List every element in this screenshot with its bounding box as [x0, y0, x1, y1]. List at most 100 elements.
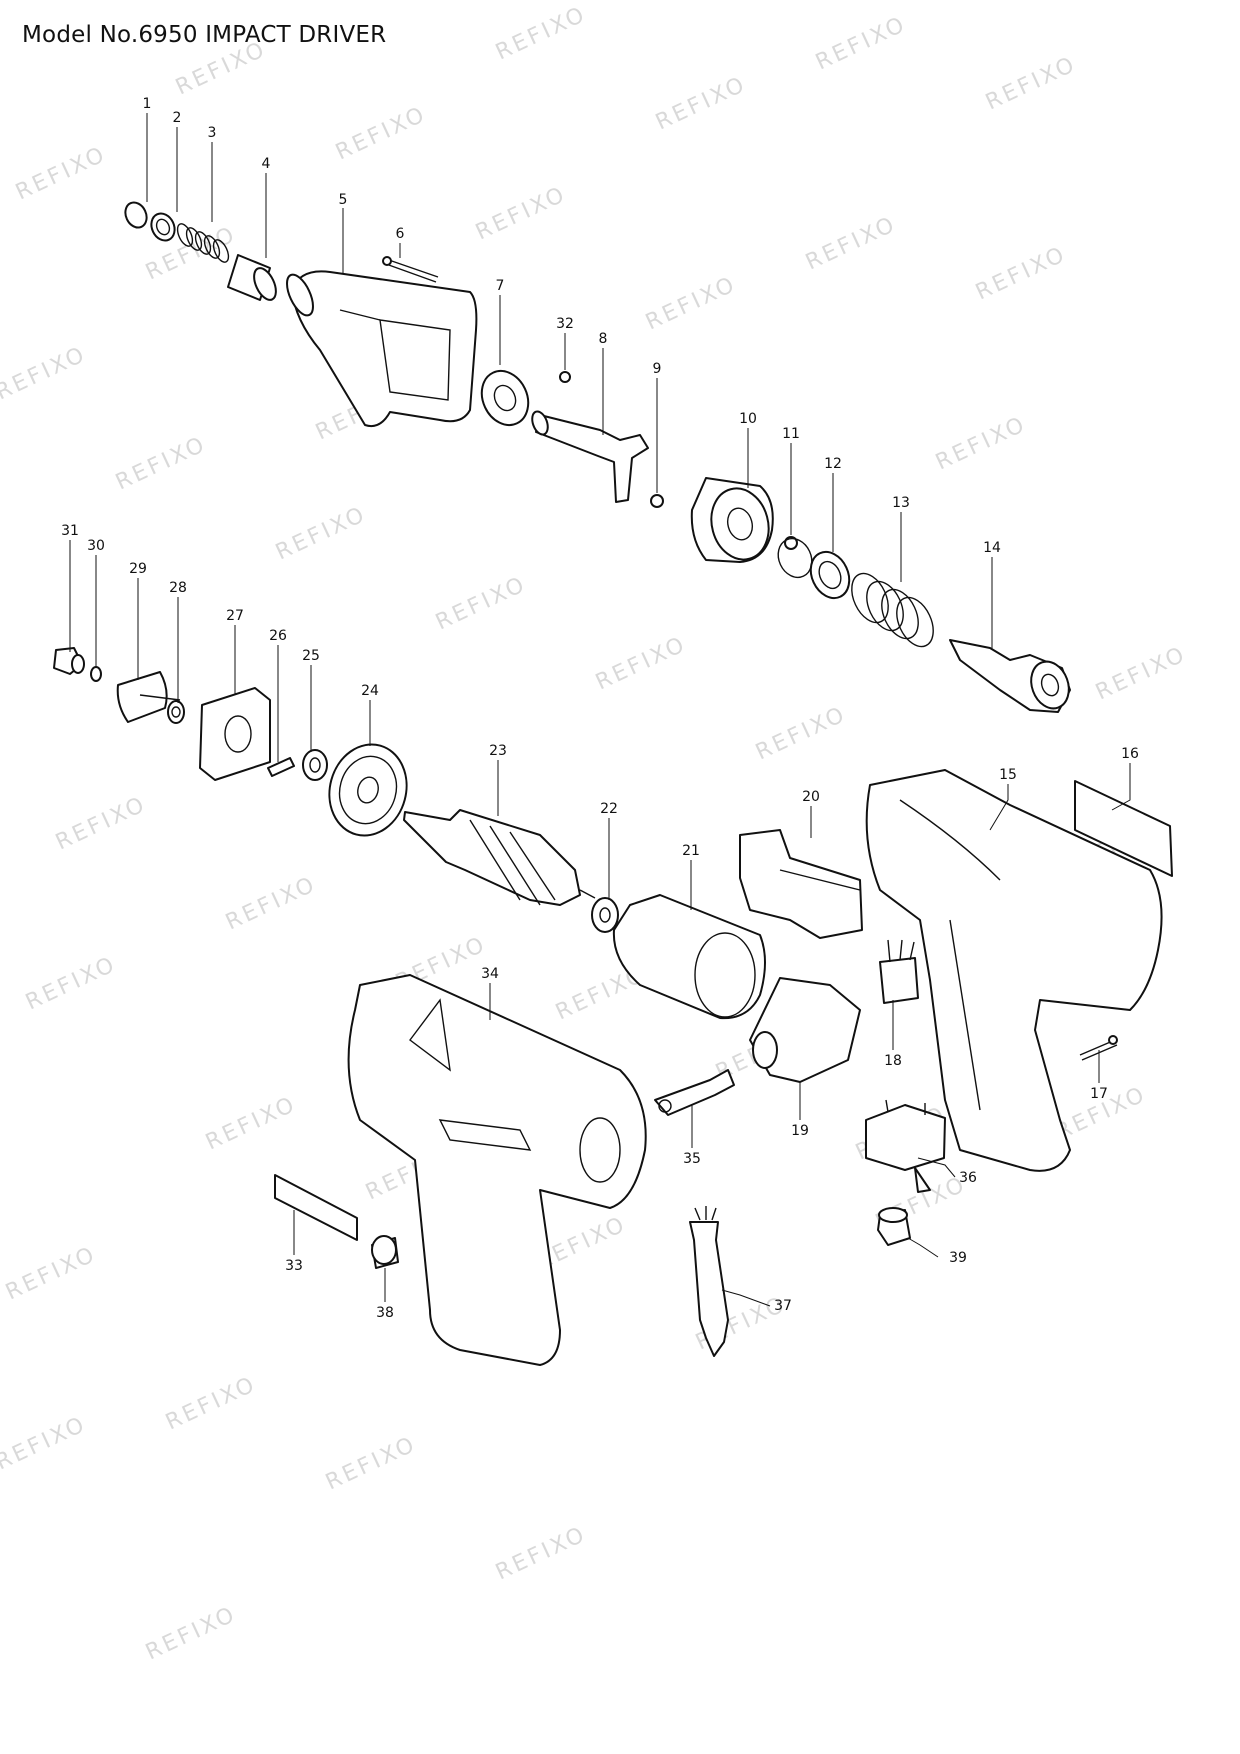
- part-label-31: 31: [61, 523, 79, 539]
- part-label-21: 21: [682, 843, 700, 859]
- watermark-text: REFIXO: [322, 1432, 421, 1496]
- part-label-27: 27: [226, 608, 244, 624]
- part-label-33: 33: [285, 1258, 303, 1274]
- part-label-39: 39: [949, 1250, 967, 1266]
- watermark-text: REFIXO: [432, 572, 531, 636]
- part-9-steel-ball: [650, 494, 664, 508]
- part-label-4: 4: [262, 156, 271, 172]
- part-label-20: 20: [802, 789, 820, 805]
- part-15-housing-set: [865, 769, 1163, 1172]
- part-35-carbon-brush: [654, 1069, 735, 1116]
- part-28-washer: [167, 700, 185, 724]
- part-label-25: 25: [302, 648, 320, 664]
- watermark-text: REFIXO: [12, 142, 111, 206]
- parts-drawing: [53, 201, 1173, 1366]
- part-label-28: 28: [169, 580, 187, 596]
- part-label-15: 15: [999, 767, 1017, 783]
- part-23-armature: [403, 809, 581, 906]
- part-label-3: 3: [208, 125, 217, 141]
- watermark-text: REFIXO: [802, 212, 901, 276]
- watermark-text: REFIXO: [0, 1412, 91, 1476]
- diagram-title: Model No.6950 IMPACT DRIVER: [22, 22, 387, 48]
- part-24-helical-gear: [328, 743, 408, 837]
- leader-lines: [69, 113, 1131, 1307]
- watermark-text: REFIXO: [492, 2, 591, 66]
- part-label-16: 16: [1121, 746, 1139, 762]
- part-label-2: 2: [173, 110, 182, 126]
- part-label-12: 12: [824, 456, 842, 472]
- part-label-26: 26: [269, 628, 287, 644]
- watermark-text: REFIXO: [332, 102, 431, 166]
- part-label-34: 34: [481, 966, 499, 982]
- part-26-pin: [267, 757, 295, 777]
- part-label-18: 18: [884, 1053, 902, 1069]
- watermark-text: REFIXO: [52, 792, 151, 856]
- part-label-6: 6: [396, 226, 405, 242]
- watermark-text: REFIXO: [812, 12, 911, 76]
- part-label-11: 11: [782, 426, 800, 442]
- watermark-text: REFIXO: [652, 72, 751, 136]
- part-label-24: 24: [361, 683, 379, 699]
- part-label-1: 1: [143, 96, 152, 112]
- part-7-washer: [480, 369, 530, 427]
- part-29-spindle-gear: [116, 671, 168, 723]
- watermark-text: REFIXO: [162, 1372, 261, 1436]
- part-6-screw: [385, 258, 439, 283]
- part-19-brush-holder: [749, 977, 861, 1083]
- watermark-text: REFIXO: [752, 702, 851, 766]
- watermark-text: REFIXO: [972, 242, 1071, 306]
- watermark-text: REFIXO: [492, 1522, 591, 1586]
- part-label-38: 38: [376, 1305, 394, 1321]
- part-18-noise-suppressor: [879, 957, 919, 1004]
- watermark-text: REFIXO: [982, 52, 1081, 116]
- part-label-22: 22: [600, 801, 618, 817]
- watermark-text: REFIXO: [22, 952, 121, 1016]
- part-label-37: 37: [774, 1298, 792, 1314]
- part-8-spindle: [535, 414, 649, 503]
- part-32-steel-ball: [559, 371, 571, 383]
- watermark-text: REFIXO: [2, 1242, 101, 1306]
- part-label-13: 13: [892, 495, 910, 511]
- part-2-washer: [150, 212, 176, 242]
- watermark-text: REFIXO: [172, 37, 271, 101]
- part-21-field: [612, 894, 766, 1020]
- part-number-labels: 1234567328910111213143130292827262524232…: [61, 96, 1139, 1321]
- part-label-30: 30: [87, 538, 105, 554]
- part-label-17: 17: [1090, 1086, 1108, 1102]
- part-34-housing-set: [347, 974, 647, 1366]
- part-1-retaining-ring: [124, 201, 148, 229]
- part-3-spring: [176, 223, 230, 263]
- watermark-text: REFIXO: [112, 432, 211, 496]
- part-37-strain-relief: [689, 1221, 729, 1357]
- part-25-ball-bearing: [302, 749, 328, 781]
- watermark-text: REFIXO: [592, 632, 691, 696]
- watermark-text: REFIXO: [1092, 642, 1191, 706]
- part-20-switch: [739, 829, 863, 939]
- part-12-washer: [809, 550, 851, 600]
- part-33-name-plate: [274, 1174, 358, 1241]
- part-label-35: 35: [683, 1151, 701, 1167]
- part-30-ring: [90, 666, 102, 682]
- part-22-ball-bearing: [591, 897, 619, 933]
- part-16-name-plate: [1074, 780, 1173, 877]
- part-label-9: 9: [653, 361, 662, 377]
- part-label-19: 19: [791, 1123, 809, 1139]
- part-label-32: 32: [556, 316, 574, 332]
- part-label-14: 14: [983, 540, 1001, 556]
- watermark-text: REFIXO: [142, 1602, 241, 1666]
- part-label-23: 23: [489, 743, 507, 759]
- part-label-10: 10: [739, 411, 757, 427]
- watermark-text: REFIXO: [202, 1092, 301, 1156]
- watermark-text: REFIXO: [932, 412, 1031, 476]
- watermark-text: REFIXO: [222, 872, 321, 936]
- part-13-compression-spring: [851, 572, 934, 648]
- part-27-gear-housing-plate: [199, 687, 271, 781]
- part-label-8: 8: [599, 331, 608, 347]
- part-label-7: 7: [496, 278, 505, 294]
- part-label-5: 5: [339, 192, 348, 208]
- part-label-36: 36: [959, 1170, 977, 1186]
- watermark-text: REFIXO: [472, 182, 571, 246]
- watermark-text: REFIXO: [642, 272, 741, 336]
- watermark-text: REFIXO: [272, 502, 371, 566]
